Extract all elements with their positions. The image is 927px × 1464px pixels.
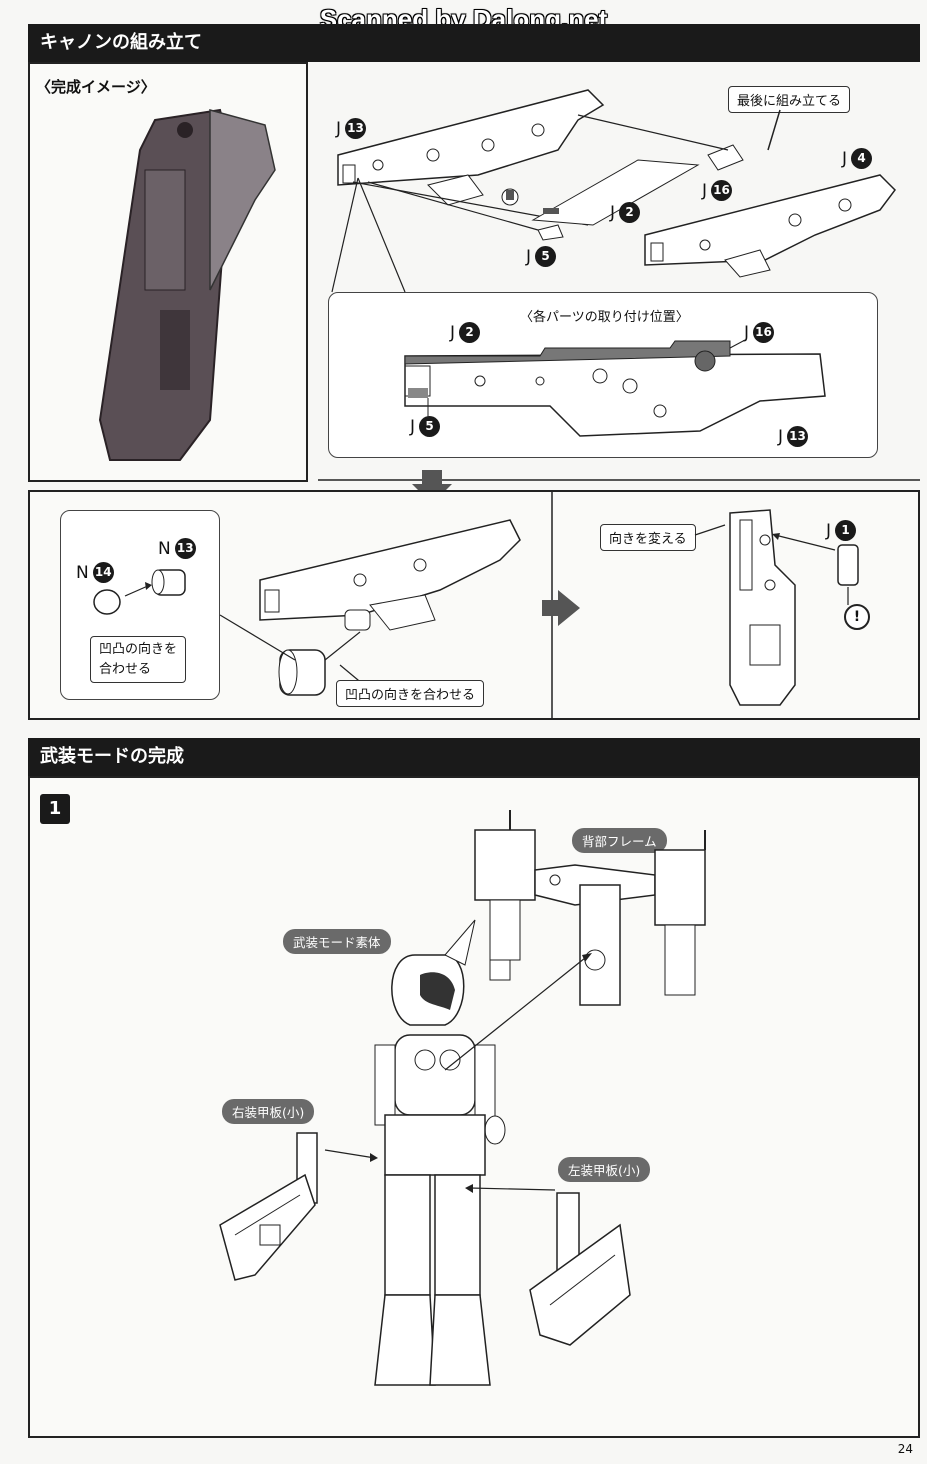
part-number-badge: 13: [787, 426, 809, 447]
part-letter: N: [76, 562, 89, 583]
cannon-vertical-drawing: [694, 509, 859, 706]
cannon-frame-j4-drawing: [644, 174, 896, 278]
step-number-badge: 1: [40, 794, 70, 824]
part-letter: J: [336, 118, 342, 139]
part-tag-n13: N 13: [158, 538, 196, 559]
part-letter: J: [778, 426, 784, 447]
part-letter: J: [826, 520, 832, 541]
part-tag-j5-detail: J 5: [410, 416, 441, 437]
parts-position-drawing: [404, 339, 826, 437]
part-tag-j4: J 4: [842, 148, 873, 169]
align-note-box-1: 凹凸の向きを 合わせる: [90, 636, 187, 683]
right-arrow-icon: [542, 590, 580, 626]
part-tag-j16-detail: J 16: [744, 322, 775, 343]
part-tag-j2: J 2: [610, 202, 641, 223]
cannon-preview-illustration: [98, 108, 276, 461]
right-armor-drawing: [219, 1132, 318, 1281]
cannon-frame-j13-drawing: [337, 89, 744, 241]
part-tag-j13-detail: J 13: [778, 426, 809, 447]
part-tag-j2-detail: J 2: [450, 322, 481, 343]
part-letter: J: [744, 322, 750, 343]
part-letter: J: [410, 416, 416, 437]
base-body-figure-drawing: [374, 919, 506, 1386]
label-right-armor: 右装甲板(小): [222, 1099, 315, 1124]
part-letter: J: [702, 180, 708, 201]
back-frame-drawing: [474, 810, 706, 1006]
label-base-body: 武装モード素体: [283, 929, 391, 954]
cannon-assembled-drawing: [219, 519, 521, 696]
part-number-badge: 14: [92, 562, 114, 583]
label-left-armor: 左装甲板(小): [558, 1157, 651, 1182]
part-number-badge: 5: [419, 416, 441, 437]
preview-title: 〈完成イメージ〉: [36, 78, 156, 96]
callout-lines: [318, 177, 920, 481]
part-number-badge: 13: [345, 118, 367, 139]
part-tag-n14: N 14: [76, 562, 114, 583]
section-header-cannon: キャノンの組み立て: [28, 24, 920, 62]
part-letter: N: [158, 538, 171, 559]
part-letter: J: [842, 148, 848, 169]
part-tag-j1: J 1: [826, 520, 857, 541]
part-letter: J: [526, 246, 532, 267]
part-number-badge: 2: [459, 322, 481, 343]
page-number: 24: [897, 1442, 913, 1456]
align-note-box-2: 凹凸の向きを合わせる: [336, 680, 485, 707]
part-number-badge: 1: [835, 520, 857, 541]
left-armor-drawing: [529, 1192, 631, 1346]
part-tag-j5: J 5: [526, 246, 557, 267]
rotate-callout: 向きを変える: [600, 524, 696, 551]
part-tag-j13-top: J 13: [336, 118, 367, 139]
callout-pointer: [767, 109, 781, 151]
part-number-badge: 13: [174, 538, 196, 559]
part-number-badge: 2: [619, 202, 641, 223]
assemble-last-callout: 最後に組み立てる: [728, 86, 851, 113]
part-tag-j16: J 16: [702, 180, 733, 201]
part-letter: J: [450, 322, 456, 343]
part-number-badge: 5: [535, 246, 557, 267]
n-parts-drawing: [93, 569, 186, 615]
part-number-badge: 16: [753, 322, 775, 343]
parts-position-title: 〈各パーツの取り付け位置〉: [520, 310, 689, 325]
down-arrow-icon: [412, 470, 452, 504]
section-header-armed-mode: 武装モードの完成: [28, 738, 920, 776]
label-back-frame: 背部フレーム: [572, 828, 667, 853]
part-number-badge: 16: [711, 180, 733, 201]
caution-icon: !: [844, 604, 870, 630]
part-letter: J: [610, 202, 616, 223]
part-number-badge: 4: [851, 148, 873, 169]
